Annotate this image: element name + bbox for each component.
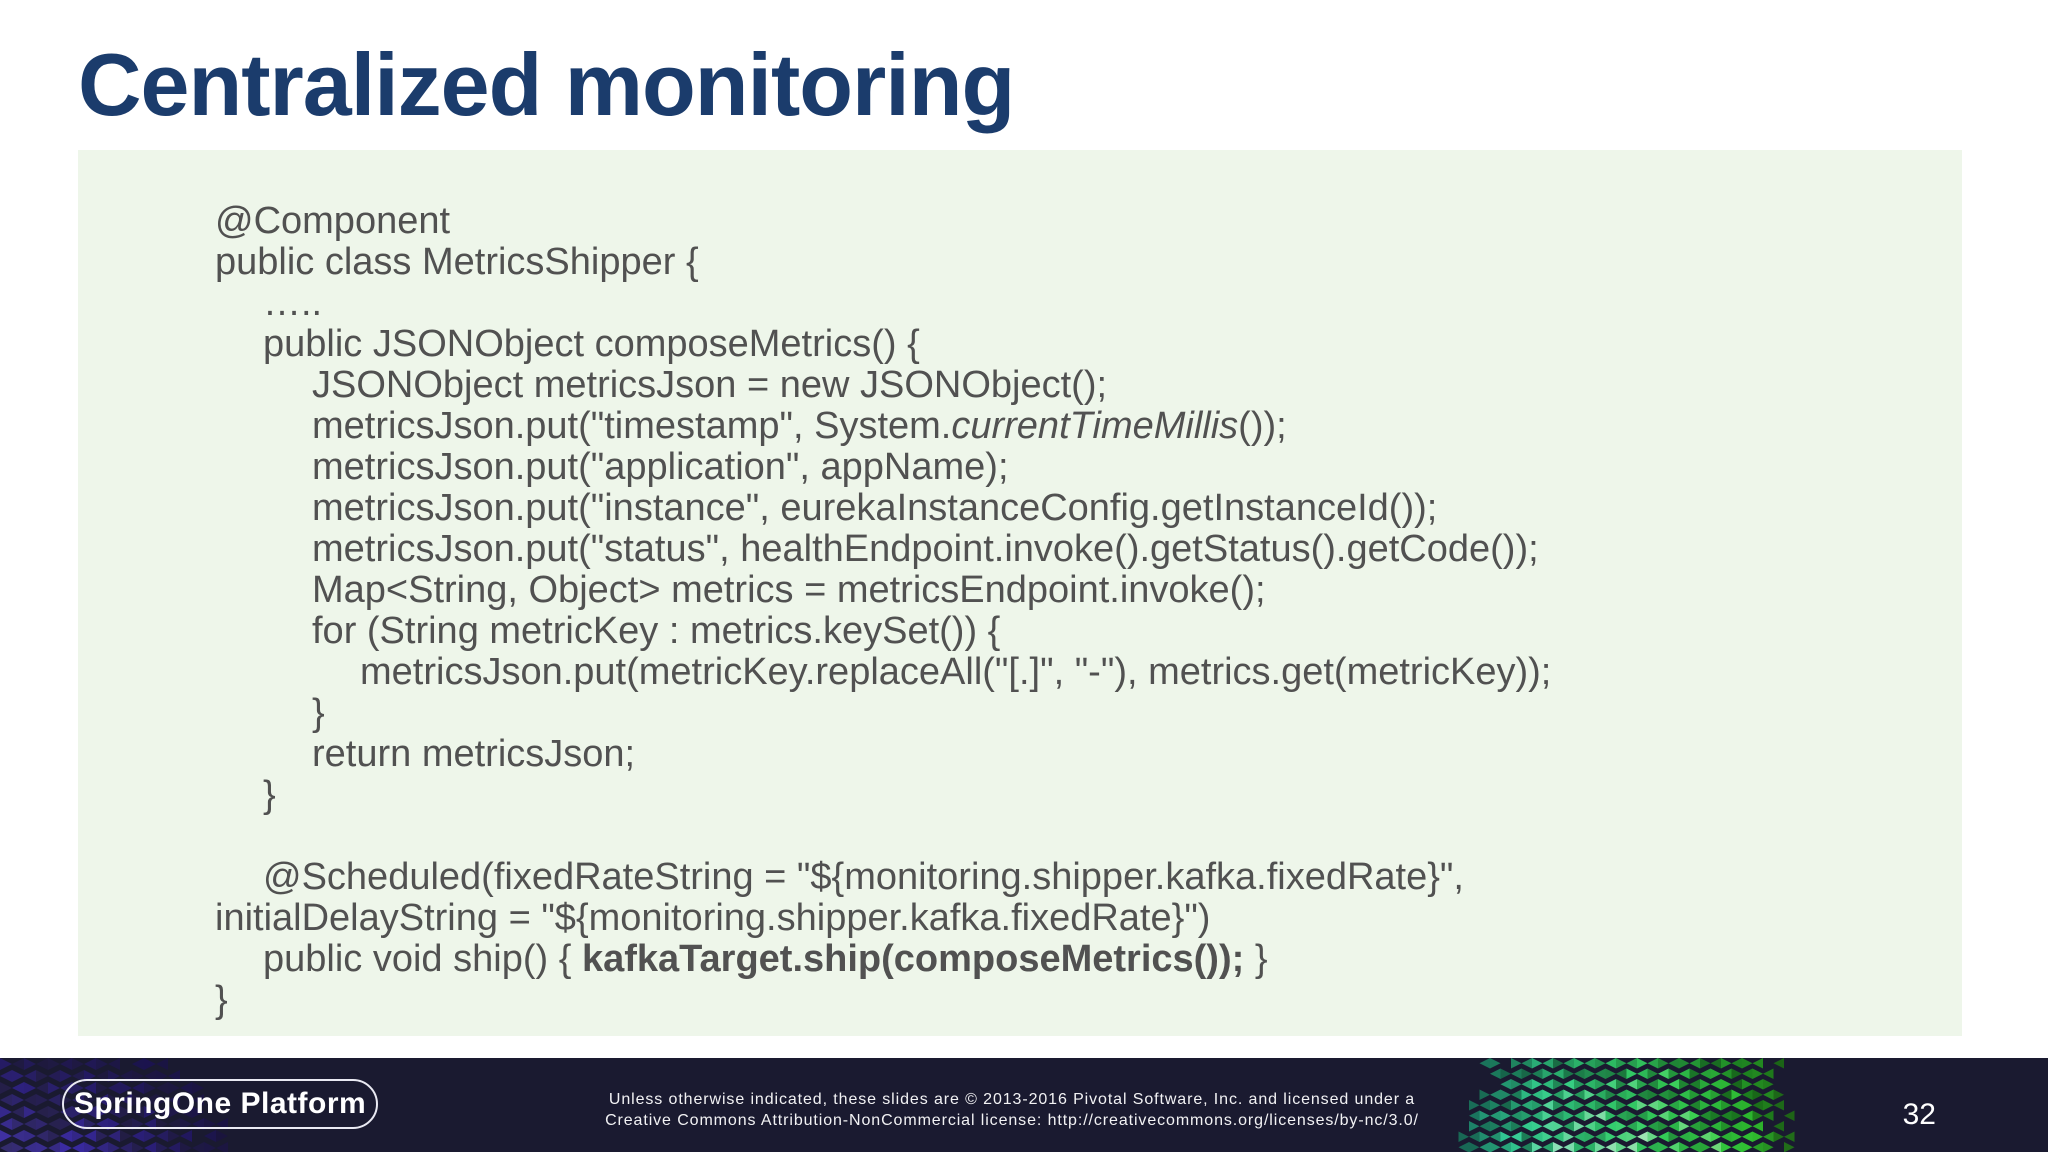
code-line: metricsJson.put("application", appName); <box>312 446 1009 488</box>
license-line-2: Creative Commons Attribution-NonCommerci… <box>605 1112 1419 1129</box>
code-line: public class MetricsShipper { <box>215 241 699 283</box>
code-line: Map<String, Object> metrics = metricsEnd… <box>312 569 1266 611</box>
code-line: } <box>215 979 228 1021</box>
code-line: metricsJson.put("timestamp", System.curr… <box>312 405 1287 447</box>
code-line: metricsJson.put(metricKey.replaceAll("[.… <box>360 651 1552 693</box>
license-text: Unless otherwise indicated, these slides… <box>562 1089 1462 1131</box>
code-line: public void ship() { kafkaTarget.ship(co… <box>263 938 1268 980</box>
code-line: public JSONObject composeMetrics() { <box>263 323 920 365</box>
code-line: @Scheduled(fixedRateString = "${monitori… <box>263 856 1464 898</box>
code-line: for (String metricKey : metrics.keySet()… <box>312 610 1001 652</box>
license-line-1: Unless otherwise indicated, these slides… <box>608 1091 1416 1108</box>
code-line: @Component <box>215 200 451 242</box>
footer-bar: SpringOne Platform Unless otherwise indi… <box>0 1058 2048 1152</box>
code-line: initialDelayString = "${monitoring.shipp… <box>215 897 1211 939</box>
slide-title: Centralized monitoring <box>78 35 1015 134</box>
code-line <box>215 816 1932 857</box>
springone-platform-logo: SpringOne Platform <box>62 1079 378 1129</box>
code-line: } <box>312 692 325 734</box>
code-line: return metricsJson; <box>312 733 636 775</box>
code-line: metricsJson.put("instance", eurekaInstan… <box>312 487 1438 529</box>
code-line: } <box>263 774 276 816</box>
code-line: ….. <box>263 282 323 324</box>
springone-platform-logo-text: SpringOne Platform <box>73 1087 367 1120</box>
code-line: JSONObject metricsJson = new JSONObject(… <box>312 364 1108 406</box>
footer-pattern-right <box>1458 1058 1795 1152</box>
code-line: metricsJson.put("status", healthEndpoint… <box>312 528 1539 570</box>
page-number: 32 <box>1902 1098 1936 1131</box>
